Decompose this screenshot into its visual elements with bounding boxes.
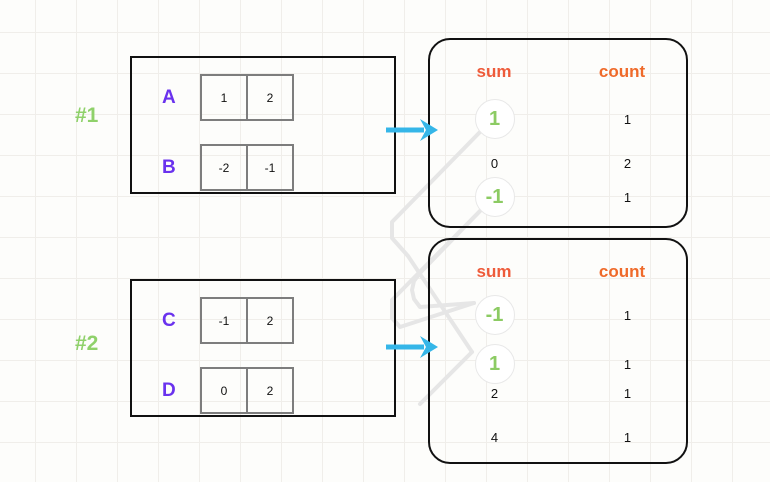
cell-b-1: -1 [246,144,294,191]
cell-d-0: 0 [200,367,248,414]
agg-table-2-row-1: 1 1 [430,344,686,384]
highlight-circle-2-0: -1 [474,295,515,335]
group-label-2: #2 [75,332,99,355]
sum-value-2-2: 2 [490,385,499,401]
sum-value-2-0: -1 [430,295,553,335]
agg-table-2-row-2: 2 1 [430,380,686,406]
row-label-b: B [162,156,176,178]
cell-d-1: 2 [246,367,294,414]
agg-table-1-row-2: -1 1 [430,177,686,217]
count-value-1-2: 1 [623,189,632,205]
header-sum-2: sum [476,262,512,281]
header-count-2: count [598,262,646,281]
agg-table-2-row-3: 4 1 [430,424,686,450]
row-label-a: A [162,86,176,108]
input-box-group-1: A 1 2 B -2 -1 [130,56,396,194]
agg-table-1-row-1: 0 2 [430,150,686,176]
sum-value-1-1: 0 [490,155,499,171]
cell-c-1: 2 [246,297,294,344]
sum-value-1-2: -1 [430,177,553,217]
count-value-2-2: 1 [623,385,632,401]
group-label-1: #1 [75,104,99,127]
cell-pair-a: 1 2 [200,74,294,121]
row-label-d: D [162,379,176,401]
count-value-2-0: 1 [623,307,632,323]
cell-a-1: 2 [246,74,294,121]
count-value-1-1: 2 [623,155,632,171]
row-label-c: C [162,309,176,331]
cell-pair-c: -1 2 [200,297,294,344]
aggregate-table-2: sum count -1 1 1 1 2 1 4 1 [428,238,688,464]
highlight-circle-1-0: 1 [474,99,515,139]
arrow-group1-to-table1 [386,119,438,141]
cell-c-0: -1 [200,297,248,344]
header-count-1: count [598,62,646,81]
sum-value-1-0: 1 [430,99,553,139]
aggregate-table-1: sum count 1 1 0 2 -1 1 [428,38,688,228]
highlight-circle-2-1: 1 [474,344,515,384]
input-row-d: D 0 2 [156,367,294,414]
count-value-2-1: 1 [623,356,632,372]
agg-table-1-header: sum count [430,62,686,82]
sum-value-2-1: 1 [430,344,553,384]
input-box-group-2: C -1 2 D 0 2 [130,279,396,417]
cell-pair-b: -2 -1 [200,144,294,191]
input-row-c: C -1 2 [156,297,294,344]
count-value-2-3: 1 [623,429,632,445]
sum-value-2-3: 4 [490,429,499,445]
agg-table-2-row-0: -1 1 [430,295,686,335]
highlight-circle-1-2: -1 [474,177,515,217]
input-row-b: B -2 -1 [156,144,294,191]
cell-b-0: -2 [200,144,248,191]
agg-table-2-header: sum count [430,262,686,282]
agg-table-1-row-0: 1 1 [430,99,686,139]
header-sum-1: sum [476,62,512,81]
cell-pair-d: 0 2 [200,367,294,414]
input-row-a: A 1 2 [156,74,294,121]
arrow-group2-to-table2 [386,336,438,358]
count-value-1-0: 1 [623,111,632,127]
cell-a-0: 1 [200,74,248,121]
